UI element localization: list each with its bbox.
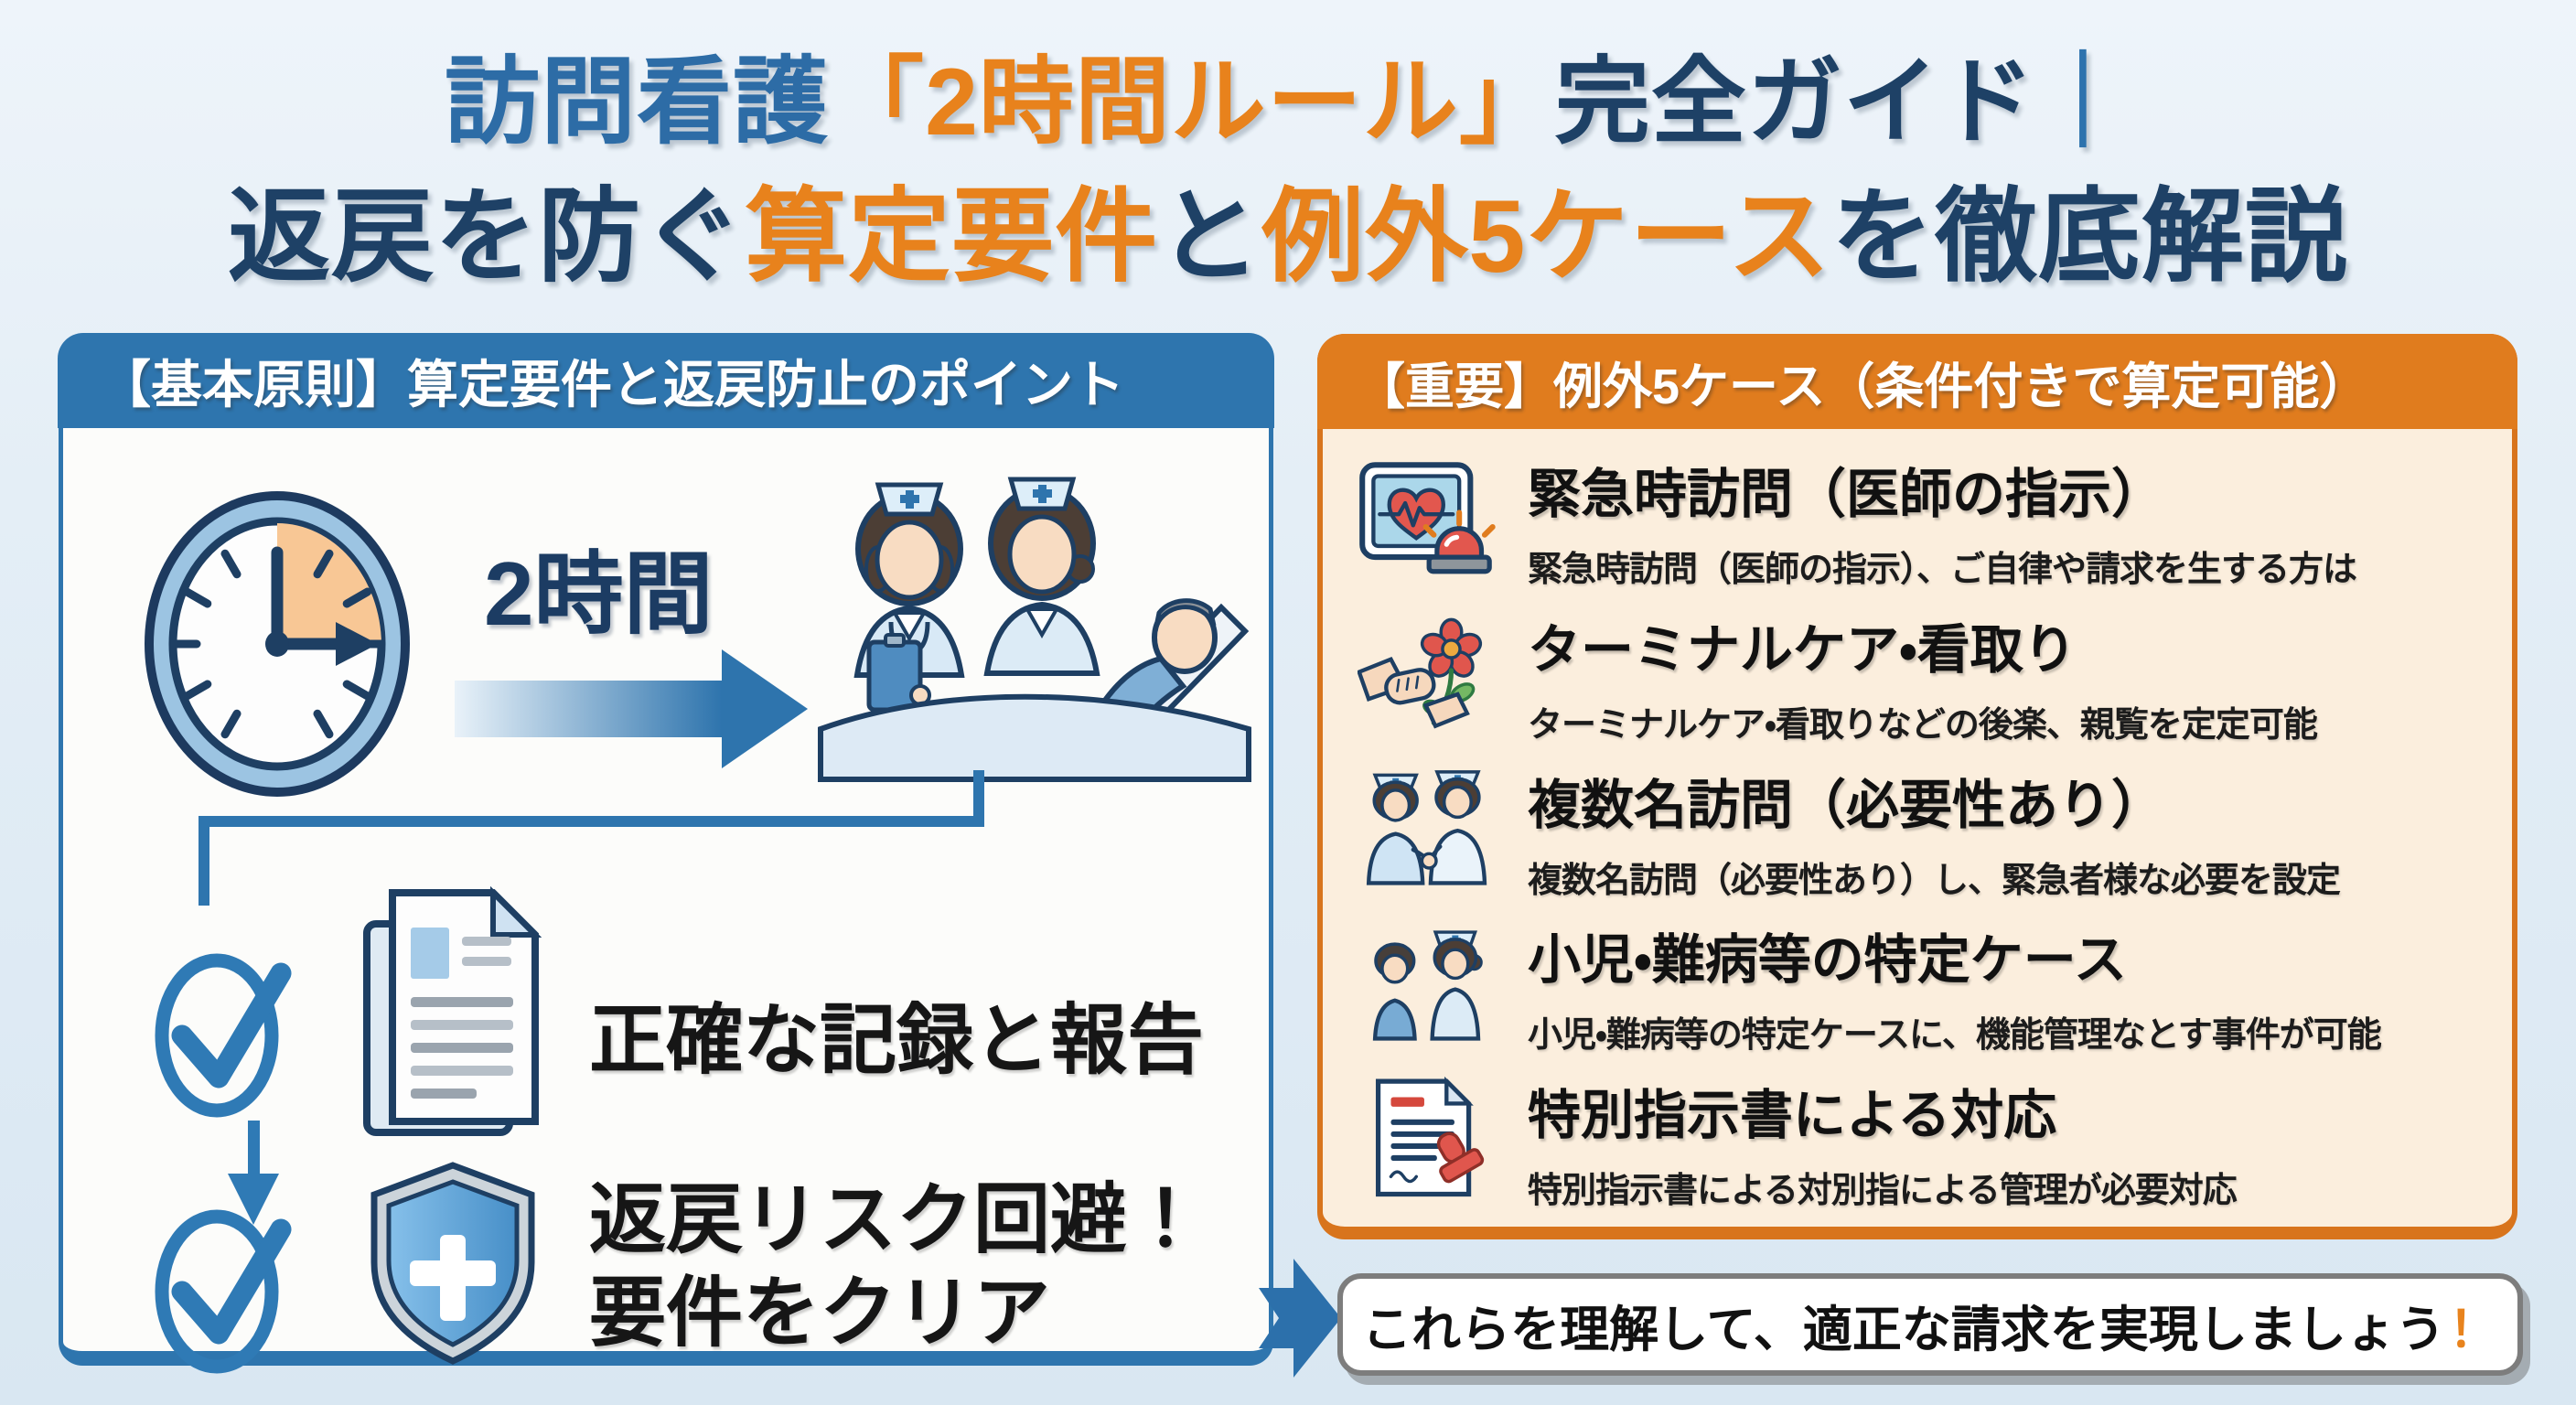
right-panel-header: 【重要】例外5ケース（条件付きで算定可能） bbox=[1317, 334, 2517, 429]
document-icon bbox=[363, 885, 542, 1136]
flow-arrow-icon bbox=[455, 649, 808, 768]
case-text-block: 緊急時訪問（医師の指示） 緊急時訪問（医師の指示）、ご自律や請求を生する方は bbox=[1528, 451, 2357, 591]
check-circle-icon bbox=[155, 1209, 292, 1374]
title-segment: 返戻を防ぐ bbox=[228, 179, 746, 294]
case-title: 緊急時訪問（医師の指示） bbox=[1528, 465, 2165, 524]
child-nurse-icon bbox=[1372, 930, 1483, 1041]
footer-arrow-icon bbox=[1259, 1259, 1341, 1378]
title-segment: と bbox=[1158, 179, 1262, 294]
case-text-block: ターミナルケア・看取り ターミナルケア・看取りなどの後楽、親覧を定定可能 bbox=[1528, 606, 2318, 746]
title-segment: 例外5ケース bbox=[1261, 179, 1831, 294]
point2-line2: 要件をクリア bbox=[589, 1270, 1051, 1357]
two-nurses-icon bbox=[1366, 770, 1487, 885]
case-list: 緊急時訪問（医師の指示） 緊急時訪問（医師の指示）、ご自律や請求を生する方は bbox=[1358, 451, 2490, 1212]
case-text-block: 小児・難病等の特定ケース 小児・難病等の特定ケースに、機能管理なとす事件が可能 bbox=[1528, 917, 2382, 1056]
shield-cross-icon bbox=[370, 1162, 535, 1365]
point2-line1: 返戻リスク回避！ bbox=[589, 1176, 1205, 1262]
title-segment: ｜ bbox=[2034, 49, 2131, 156]
connector-stub bbox=[973, 770, 984, 823]
case-title: 複数名訪問（必要性あり） bbox=[1528, 775, 2165, 835]
title-segment: を徹底解説 bbox=[1830, 179, 2348, 294]
case-desc: ターミナルケア・看取りなどの後楽、親覧を定定可能 bbox=[1528, 705, 2318, 745]
case-row-terminal-care: ターミナルケア・看取り ターミナルケア・看取りなどの後楽、親覧を定定可能 bbox=[1358, 606, 2490, 746]
title-segment: 算定要件 bbox=[745, 179, 1159, 294]
clock-icon bbox=[145, 491, 410, 797]
title-segment: 「2時間ルール」 bbox=[829, 49, 1555, 156]
case-row-special-instruction: 特別指示書による対応 特別指示書による対別指による管理が必要対応 bbox=[1358, 1072, 2490, 1212]
footer-exclamation: ！ bbox=[2448, 1302, 2498, 1357]
left-panel-header-label: 【基本原則】算定要件と返戻防止のポイント bbox=[100, 355, 1124, 413]
footer-callout: これらを理解して、適正な請求を実現しましょう！ bbox=[1337, 1273, 2523, 1376]
case-text-block: 特別指示書による対応 特別指示書による対別指による管理が必要対応 bbox=[1528, 1072, 2238, 1212]
case-row-emergency: 緊急時訪問（医師の指示） 緊急時訪問（医師の指示）、ご自律や請求を生する方は bbox=[1358, 451, 2490, 591]
emergency-monitor-icon bbox=[1359, 461, 1496, 574]
basic-principles-panel: 【基本原則】算定要件と返戻防止のポイント 2時間 bbox=[58, 333, 1274, 1374]
check-circle-icon bbox=[155, 953, 292, 1118]
document-stamp-icon bbox=[1375, 1076, 1485, 1196]
case-title: 小児・難病等の特定ケース bbox=[1528, 930, 2127, 991]
case-row-pediatric: 小児・難病等の特定ケース 小児・難病等の特定ケースに、機能管理なとす事件が可能 bbox=[1358, 917, 2490, 1056]
nurses-patient-illustration bbox=[818, 477, 1251, 782]
point1-label: 正確な記録と報告 bbox=[589, 997, 1205, 1083]
main-title-line1: 訪問看護「2時間ルール」完全ガイド｜ bbox=[0, 24, 2576, 162]
exception-cases-panel: 【重要】例外5ケース（条件付きで算定可能） 緊急時訪問（医師の指示） 緊急時訪問… bbox=[1317, 334, 2517, 1239]
case-title: 特別指示書による対応 bbox=[1528, 1086, 2057, 1145]
connector-vertical bbox=[199, 816, 209, 906]
title-segment: 訪問看護 bbox=[445, 49, 830, 156]
case-title: ターミナルケア・看取り bbox=[1528, 619, 2077, 680]
left-panel-header: 【基本原則】算定要件と返戻防止のポイント bbox=[58, 333, 1274, 428]
footer-text: これらを理解して、適正な請求を実現しましょう bbox=[1362, 1302, 2445, 1357]
point2-label: 返戻リスク回避！ 要件をクリア bbox=[589, 1173, 1204, 1360]
handshake-flower-icon bbox=[1358, 617, 1483, 729]
case-desc: 小児・難病等の特定ケースに、機能管理なとす事件が可能 bbox=[1528, 1016, 2382, 1056]
case-row-multiple-visit: 複数名訪問（必要性あり） 複数名訪問（必要性あり）し、緊急者様な必要を設定 bbox=[1358, 762, 2490, 902]
title-segment: 完全ガイド bbox=[1554, 49, 2035, 156]
down-arrow-icon bbox=[228, 1121, 279, 1225]
case-desc: 緊急時訪問（医師の指示）、ご自律や請求を生する方は bbox=[1528, 551, 2357, 589]
case-desc: 特別指示書による対別指による管理が必要対応 bbox=[1528, 1172, 2238, 1210]
case-text-block: 複数名訪問（必要性あり） 複数名訪問（必要性あり）し、緊急者様な必要を設定 bbox=[1528, 762, 2341, 902]
right-panel-header-label: 【重要】例外5ケース（条件付きで算定可能） bbox=[1356, 359, 2369, 414]
case-desc: 複数名訪問（必要性あり）し、緊急者様な必要を設定 bbox=[1528, 861, 2341, 900]
connector-horizontal bbox=[199, 816, 984, 827]
main-title-line2: 返戻を防ぐ算定要件と例外5ケースを徹底解説 bbox=[0, 154, 2576, 302]
duration-label: 2時間 bbox=[484, 543, 714, 644]
